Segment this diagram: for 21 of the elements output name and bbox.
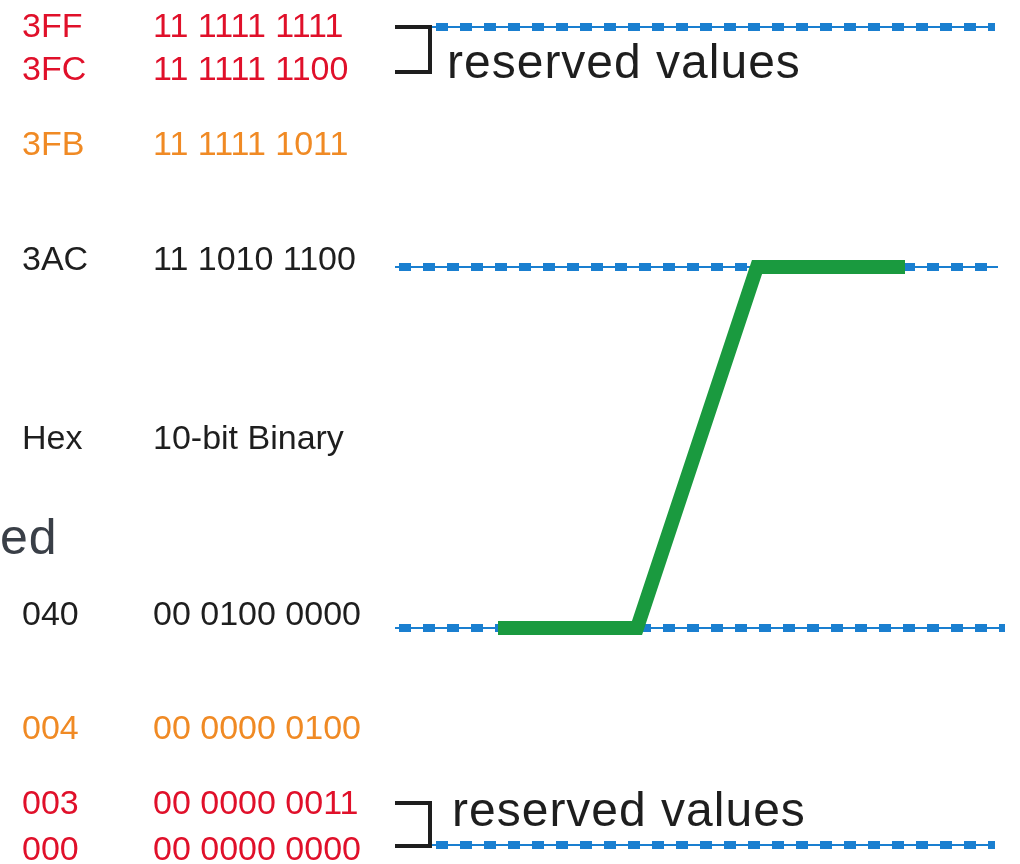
- hex-value: 003: [22, 785, 79, 819]
- binary-value: 11 1111 1011: [153, 126, 349, 160]
- annotation: reserved values: [447, 38, 801, 86]
- column-heading: 10-bit Binary: [153, 420, 344, 454]
- hex-value: 040: [22, 596, 79, 630]
- binary-value: 11 1111 1100: [153, 51, 349, 85]
- binary-value: 00 0000 0100: [153, 710, 361, 744]
- binary-value: 00 0100 0000: [153, 596, 361, 630]
- hex-value: 3FC: [22, 51, 87, 85]
- hex-value: 3FB: [22, 126, 85, 160]
- binary-value: 00 0000 0011: [153, 785, 359, 819]
- binary-value: 11 1010 1100: [153, 241, 356, 275]
- binary-value: 00 0000 0000: [153, 831, 361, 864]
- column-heading: Hex: [22, 420, 83, 454]
- hex-value: 3AC: [22, 241, 89, 275]
- annotation: reserved values: [452, 786, 806, 834]
- hex-value: 000: [22, 831, 79, 864]
- binary-value: 11 1111 1111: [153, 8, 344, 42]
- text-fragment: ed: [0, 512, 58, 562]
- hex-value: 3FF: [22, 8, 83, 42]
- hex-value: 004: [22, 710, 79, 744]
